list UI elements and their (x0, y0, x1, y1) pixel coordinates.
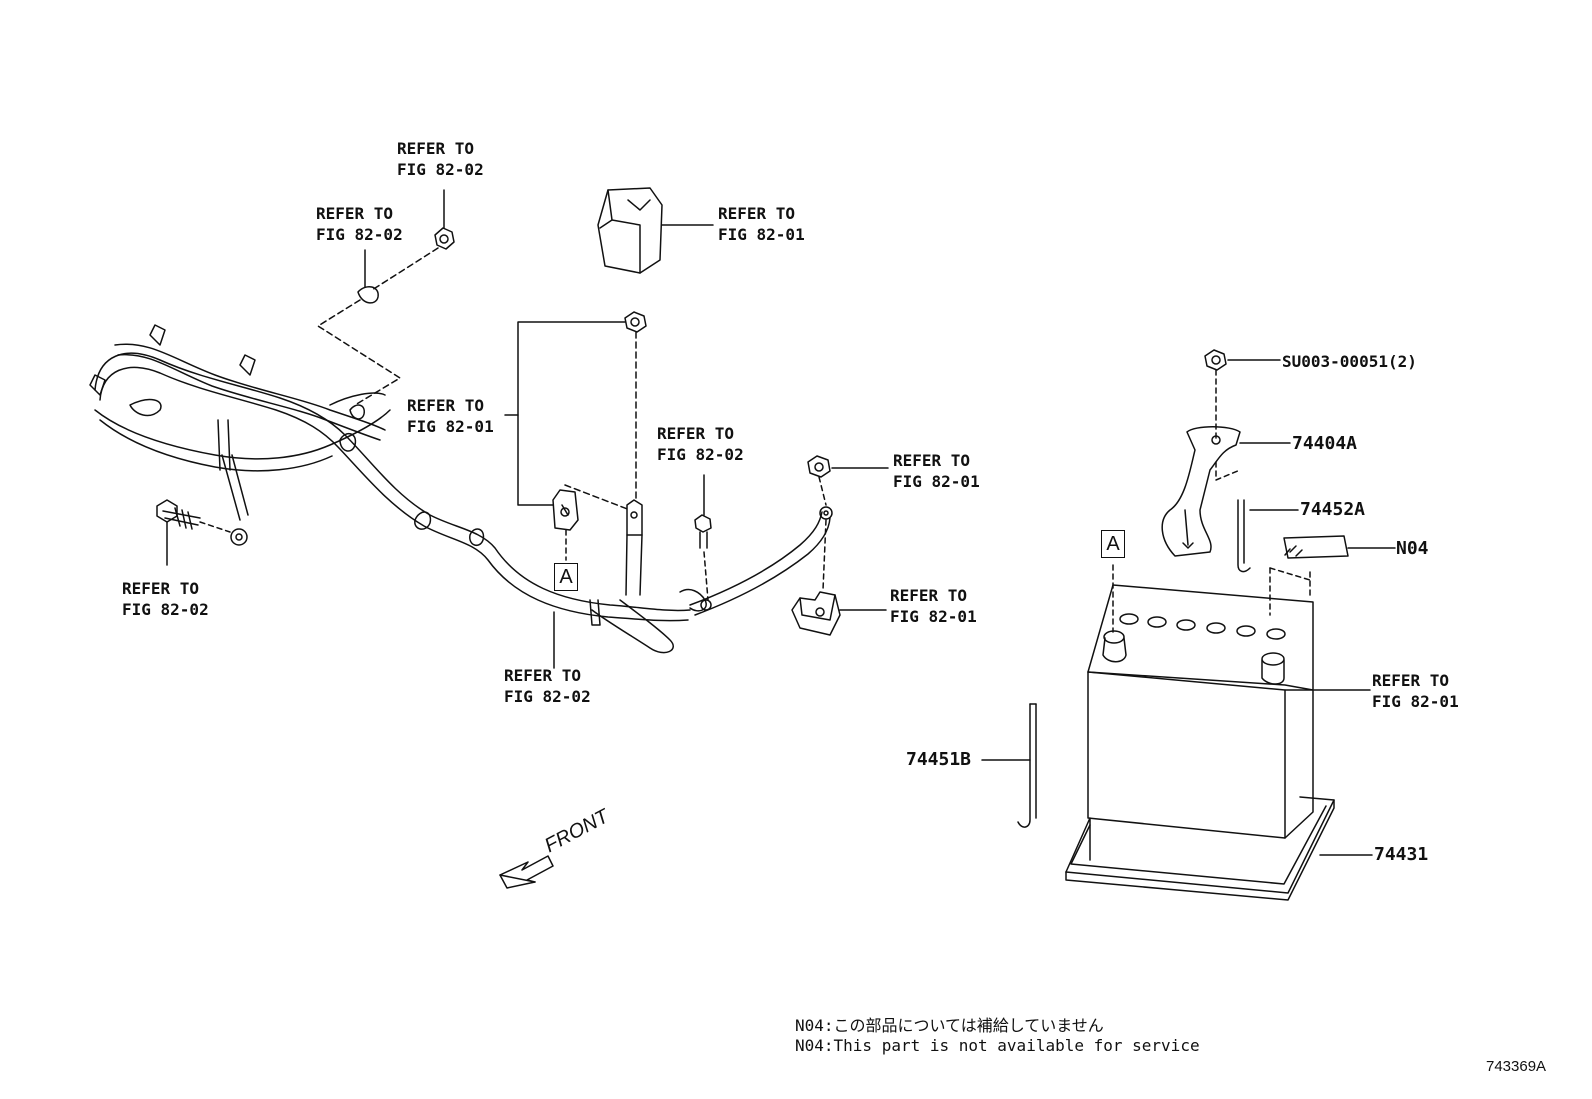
hex-nut-icon (807, 455, 831, 478)
part-number-tray[interactable]: 74431 (1374, 844, 1429, 865)
part-number-rod-left[interactable]: 74451B (906, 749, 972, 770)
front-direction-arrow-icon (499, 855, 554, 889)
note-english: N04:This part is not available for servi… (795, 1036, 1200, 1055)
marker-a-left: A (554, 563, 578, 591)
marker-a-right: A (1101, 530, 1125, 558)
hex-nut-icon (434, 227, 455, 250)
terminal-clamp-icon (552, 489, 579, 531)
hex-nut-icon (1204, 349, 1227, 371)
clamp-rod-icon (1237, 499, 1251, 573)
hex-nut-icon (624, 311, 647, 333)
battery-rod-icon (1017, 703, 1037, 828)
battery-tray-icon (1065, 796, 1335, 901)
battery-clamp-icon (1161, 426, 1241, 557)
part-number-label[interactable]: N04 (1396, 538, 1429, 559)
washer-icon (357, 285, 379, 304)
battery-wire-harness (89, 324, 691, 654)
part-number-rod-right[interactable]: 74452A (1300, 499, 1366, 520)
part-number-nut[interactable]: SU003-00051(2) (1282, 352, 1417, 371)
bolt-icon (694, 514, 712, 549)
figure-id: 743369A (1486, 1058, 1547, 1075)
terminal-cover-icon (597, 187, 663, 274)
flange-bolt-icon (156, 499, 201, 530)
negative-terminal-clamp-icon (791, 591, 841, 636)
battery-icon (1087, 584, 1314, 839)
cable-terminal-icon (625, 499, 643, 596)
label-part-icon (1283, 535, 1349, 559)
negative-cable-icon (679, 506, 833, 616)
note-japanese: N04:この部品については補給していません (795, 1016, 1104, 1035)
part-number-clamp[interactable]: 74404A (1292, 433, 1358, 454)
